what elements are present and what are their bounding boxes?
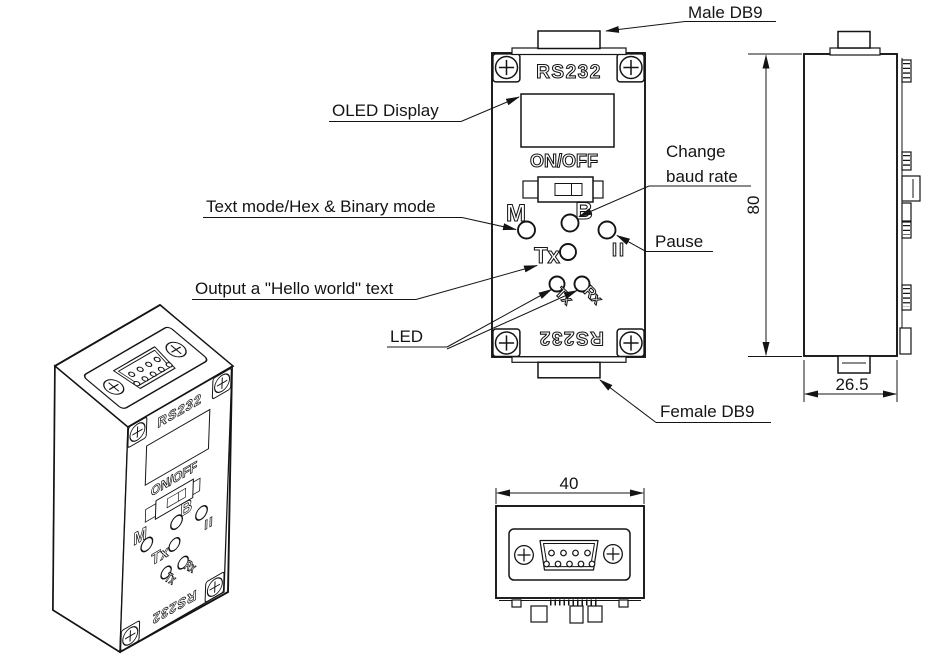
rx-led [573,275,591,293]
callout-text: OLED Display [332,101,439,120]
leader-line [460,96,520,122]
dimension-height: 80 [744,53,802,357]
pause-button-label: II [612,240,626,260]
tx-button[interactable] [559,243,577,261]
callout-change-baud-rate: Change baud rate [578,142,751,217]
front-view-connectors [511,30,627,379]
baud-button[interactable] [560,213,580,233]
power-label: ON/OFF [530,151,598,171]
switch-knob[interactable] [537,176,594,203]
height-dimension-text: 80 [744,196,763,215]
tx-led [548,275,566,293]
callout-text: Pause [655,232,703,251]
mode-button[interactable] [517,220,536,240]
db9-pins [543,549,596,568]
callout-text: Text mode/Hex & Binary mode [206,197,436,216]
callout-text: Change [666,142,726,161]
callout-female-db9: Female DB9 [599,379,771,423]
leader-line [599,379,657,423]
callout-output-hello: Output a "Hello world" text [192,265,538,300]
power-switch[interactable] [522,176,604,203]
depth-dimension-text: 26.5 [835,375,868,394]
callout-oled-display: OLED Display [329,96,520,122]
tx-button-label: Tx [534,243,560,268]
side-top-plate [829,47,881,56]
leader-line [461,217,517,231]
side-male-db9 [837,30,871,49]
dimension-depth: 26.5 [803,360,898,402]
side-buttons [899,59,921,355]
callout-pause: Pause [616,232,713,252]
leader-line [605,21,686,33]
mode-button-label: M [506,200,526,227]
callout-text: LED [390,327,423,346]
pause-button[interactable] [597,220,617,240]
side-female-db9 [837,355,871,374]
callout-text: Output a "Hello world" text [195,279,393,298]
top-view [495,505,645,599]
callout-male-db9: Male DB9 [605,3,776,33]
male-db9-shell [537,30,601,50]
width-dimension-text: 40 [560,474,579,493]
side-switch-knob [901,175,921,202]
brand-text-top: RS232 [536,62,602,83]
callouts: Male DB9 OLED Display Change baud rate T… [192,3,776,423]
leader-line [446,289,553,348]
dimension-width: 40 [495,474,645,504]
female-db9-plate [511,356,627,363]
leader-line [446,290,578,350]
top-view-tabs [499,599,641,624]
callout-text: baud rate [666,167,738,186]
callout-text-mode: Text mode/Hex & Binary mode [203,197,517,231]
callout-led: LED [387,289,578,350]
side-view [803,30,921,374]
callout-text: Male DB9 [688,3,763,22]
brand-text-bottom: RS232 [538,327,604,348]
leader-line [415,265,538,300]
female-db9-shell [537,361,601,379]
oled-display [520,93,615,148]
leader-line [578,185,650,217]
leader-line [616,235,647,252]
isometric-view [52,303,233,654]
side-body [803,53,898,357]
callout-text: Female DB9 [660,402,754,421]
